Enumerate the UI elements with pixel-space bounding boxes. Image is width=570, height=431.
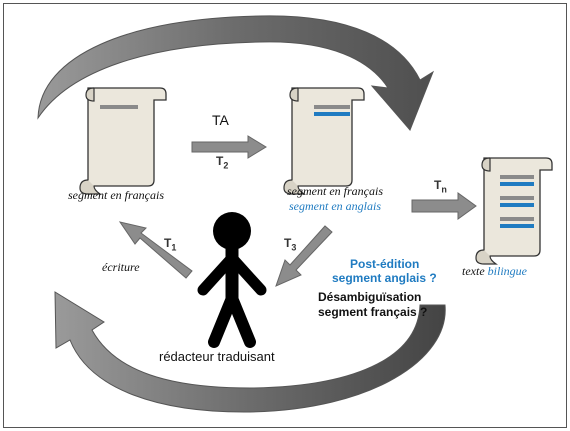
label-desamb-1: Désambiguïsation <box>318 290 422 304</box>
translator-figure <box>197 212 267 348</box>
label-segment-en: segment en anglais <box>289 199 381 213</box>
label-postedition-1: Post-édition <box>350 257 420 271</box>
label-t3: T3 <box>284 236 297 253</box>
scroll-segment-fr <box>79 87 167 195</box>
label-desamb-2: segment français ? <box>318 305 428 319</box>
scroll-texte-bilingue <box>475 157 553 265</box>
label-texte-bilingue: texte bilingue <box>462 264 527 278</box>
diagram-frame <box>3 3 567 428</box>
label-redacteur: rédacteur traduisant <box>159 349 275 364</box>
label-ta: TA <box>212 112 229 128</box>
label-segment-fr: segment en français <box>68 188 164 202</box>
label-tn: Tn <box>434 178 447 195</box>
arrow-t3 <box>275 225 333 287</box>
label-ecriture: écriture <box>102 260 140 274</box>
arrow-t2 <box>191 135 267 159</box>
label-t2: T2 <box>216 154 229 171</box>
label-segment-fr-2: segment en français <box>287 184 383 198</box>
top-cycle-arrow <box>37 15 435 131</box>
label-postedition-2: segment anglais ? <box>332 271 437 285</box>
bottom-cycle-arrow <box>54 291 446 413</box>
label-t1: T1 <box>164 236 177 253</box>
arrow-tn <box>411 192 477 220</box>
scroll-segment-bilingual <box>283 87 365 195</box>
arrow-t1 <box>118 221 193 279</box>
